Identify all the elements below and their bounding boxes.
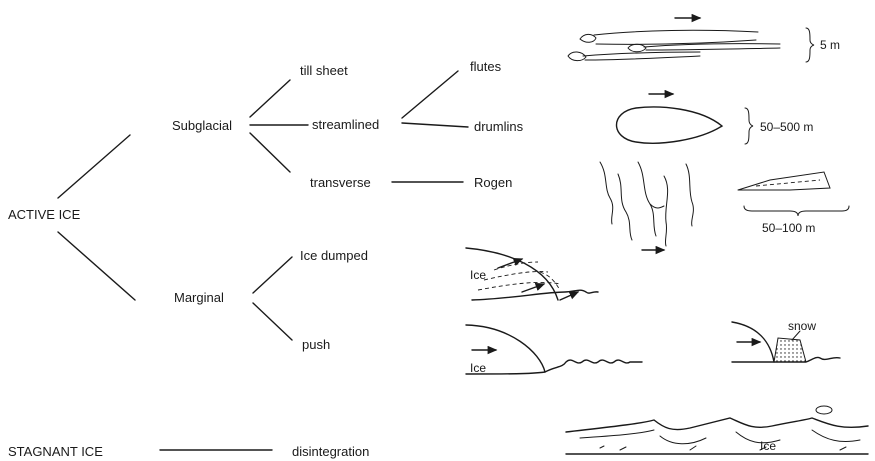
label-flutes: flutes [470,59,502,74]
flow-arrow-icon [560,292,578,300]
label-transverse: transverse [310,175,371,190]
ice-label-stagnant: Ice [760,439,776,453]
ice-label-dumped: Ice [470,268,486,282]
label-ice-dumped: Ice dumped [300,248,368,263]
rogen-sketch: 50–100 m [600,162,849,250]
drumlin-scale-label: 50–500 m [760,120,813,134]
label-marginal: Marginal [174,290,224,305]
stagnant-sketch: Ice [566,406,868,454]
flutes-sketch: 5 m [568,18,840,62]
label-subglacial: Subglacial [172,118,232,133]
rogen-scale-label: 50–100 m [762,221,815,235]
push-moraine-sketch: Ice [466,325,642,375]
connector-subglacial-transverse [250,133,290,172]
drumlin-sketch: 50–500 m [617,94,814,144]
flow-arrow-icon [522,284,544,292]
connector-active-subglacial [58,135,130,198]
ice-block-outline [816,406,832,414]
ice-label-push: Ice [470,361,486,375]
connector-marginal-icedumped [253,257,292,293]
label-push: push [302,337,330,352]
label-rogen: Rogen [474,175,512,190]
snow-label: snow [788,319,816,333]
connector-active-marginal [58,232,135,300]
label-drumlins: drumlins [474,119,524,134]
label-till-sheet: till sheet [300,63,348,78]
connector-streamlined-drumlins [402,123,468,127]
drumlin-outline [617,107,723,143]
flutes-scale-bracket [806,28,814,62]
label-stagnant-ice: STAGNANT ICE [8,444,103,459]
ice-dumped-sketch: Ice [466,248,598,300]
flow-arrow-icon [498,259,522,268]
connector-streamlined-flutes [402,71,458,118]
snow-push-sketch: snow [732,319,840,362]
label-streamlined: streamlined [312,117,379,132]
tree-connectors [58,71,468,450]
connector-marginal-push [253,303,292,340]
connector-subglacial-tillsheet [250,80,290,117]
label-active-ice: ACTIVE ICE [8,207,81,222]
flutes-scale-label: 5 m [820,38,840,52]
drumlin-scale-bracket [745,108,753,144]
tree-labels: ACTIVE ICE Subglacial Marginal till shee… [8,59,524,459]
label-disintegration: disintegration [292,444,369,459]
